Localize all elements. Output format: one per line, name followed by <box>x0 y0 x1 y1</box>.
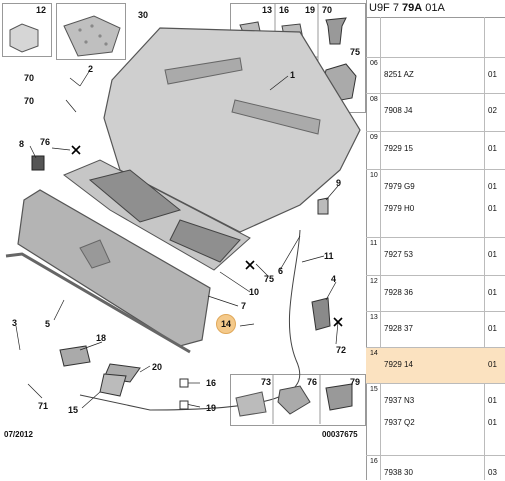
callout-16[interactable]: 16 <box>206 378 217 388</box>
callout-2[interactable]: 2 <box>88 64 94 74</box>
row-ref-number: 08 <box>370 96 378 103</box>
callout-8[interactable]: 8 <box>19 139 25 149</box>
parts-row-15[interactable]: 15 7937 N3 01 7937 Q2 01 <box>366 383 505 456</box>
parts-row-06[interactable]: 06 8251 AZ 01 <box>366 57 505 94</box>
callout-1[interactable]: 1 <box>290 70 296 80</box>
row-ref-number: 06 <box>370 60 378 67</box>
box-tag-75: 75 <box>350 47 361 57</box>
part-code[interactable]: 7937 Q2 <box>384 418 415 427</box>
part-code[interactable]: 7927 53 <box>384 250 413 259</box>
box-tag-30: 30 <box>138 10 149 20</box>
box-tag-19: 19 <box>305 5 316 15</box>
part-code[interactable]: 7938 30 <box>384 468 413 477</box>
callout-10[interactable]: 10 <box>249 287 260 297</box>
part-code[interactable]: 7937 N3 <box>384 396 415 405</box>
box-tag-70: 70 <box>322 5 333 15</box>
parts-row-08[interactable]: 08 7908 J4 02 <box>366 93 505 132</box>
callout-76[interactable]: 76 <box>40 137 51 147</box>
row-ref-number: 12 <box>370 278 378 285</box>
part-code[interactable]: 7928 37 <box>384 324 413 333</box>
catalog-code-prefix: U9F 7 <box>369 2 403 14</box>
part-quantity: 01 <box>488 144 497 153</box>
box-tag-73: 73 <box>261 377 272 387</box>
callout-5[interactable]: 5 <box>45 319 51 329</box>
catalog-code-bold: 79A <box>402 2 423 14</box>
parts-row-11[interactable]: 11 7927 53 01 <box>366 237 505 276</box>
part-quantity: 01 <box>488 396 497 405</box>
callout-75[interactable]: 75 <box>264 274 275 284</box>
callout-9[interactable]: 9 <box>336 178 342 188</box>
part-quantity: 01 <box>488 70 497 79</box>
callout-70-upper[interactable]: 70 <box>24 73 35 83</box>
row-ref-number: 13 <box>370 314 378 321</box>
box-tag-16: 16 <box>279 5 290 15</box>
parts-table: U9F 7 79A 01A 06 8251 AZ 01 08 7908 J4 02 09 79… <box>366 0 505 480</box>
part-code[interactable]: 7908 J4 <box>384 106 413 115</box>
parts-row-10[interactable]: 10 7979 G9 01 7979 H0 01 <box>366 169 505 238</box>
callout-72[interactable]: 72 <box>336 345 347 355</box>
part-quantity: 03 <box>488 468 497 477</box>
diagram-date: 07/2012 <box>4 430 33 439</box>
callout-7[interactable]: 7 <box>241 301 247 311</box>
drawing-id: 00037675 <box>322 430 358 439</box>
part-quantity: 01 <box>488 324 497 333</box>
callout-14[interactable]: 14 <box>216 314 236 334</box>
diagram-drawing <box>5 3 361 424</box>
parts-row-09[interactable]: 09 7929 15 01 <box>366 131 505 170</box>
catalog-code: U9F 7 79A 01A <box>369 2 445 14</box>
callout-11[interactable]: 11 <box>324 251 334 261</box>
parts-row-16[interactable]: 16 7938 30 03 <box>366 455 505 481</box>
exploded-diagram: 12 30 13 16 19 70 75 73 76 79 1 2 3 4 5 … <box>2 0 367 480</box>
callout-71[interactable]: 71 <box>38 401 49 411</box>
part-quantity: 01 <box>488 418 497 427</box>
callout-70-lower[interactable]: 70 <box>24 96 35 106</box>
callout-20[interactable]: 20 <box>152 362 163 372</box>
parts-row-14[interactable]: 14 7929 14 01 <box>366 347 505 384</box>
box-tag-76: 76 <box>307 377 318 387</box>
callout-19[interactable]: 19 <box>206 403 217 413</box>
part-quantity: 01 <box>488 360 497 369</box>
row-ref-number: 15 <box>370 386 378 393</box>
part-code[interactable]: 7979 G9 <box>384 182 415 191</box>
column-divider-qty <box>484 17 485 480</box>
part-code[interactable]: 7979 H0 <box>384 204 415 213</box>
catalog-code-suffix: 01A <box>422 2 445 14</box>
callout-15[interactable]: 15 <box>68 405 79 415</box>
parts-row-12[interactable]: 12 7928 36 01 <box>366 275 505 312</box>
part-quantity: 02 <box>488 106 497 115</box>
part-code[interactable]: 7929 14 <box>384 360 413 369</box>
row-ref-number: 14 <box>370 350 378 357</box>
callout-6[interactable]: 6 <box>278 266 284 276</box>
row-ref-number: 11 <box>370 240 378 247</box>
box-tag-79: 79 <box>350 377 361 387</box>
callout-3[interactable]: 3 <box>12 318 18 328</box>
box-tag-12: 12 <box>36 5 47 15</box>
row-ref-number: 10 <box>370 172 378 179</box>
callout-4[interactable]: 4 <box>331 274 337 284</box>
part-quantity: 01 <box>488 182 497 191</box>
part-code[interactable]: 8251 AZ <box>384 70 414 79</box>
part-quantity: 01 <box>488 288 497 297</box>
part-quantity: 01 <box>488 250 497 259</box>
part-code[interactable]: 7928 36 <box>384 288 413 297</box>
part-code[interactable]: 7929 15 <box>384 144 413 153</box>
column-divider-ref <box>380 17 381 480</box>
table-header-divider <box>366 17 505 18</box>
box-tag-13: 13 <box>262 5 273 15</box>
callout-18[interactable]: 18 <box>96 333 107 343</box>
part-quantity: 01 <box>488 204 497 213</box>
row-ref-number: 16 <box>370 458 378 465</box>
row-ref-number: 09 <box>370 134 378 141</box>
parts-row-13[interactable]: 13 7928 37 01 <box>366 311 505 348</box>
